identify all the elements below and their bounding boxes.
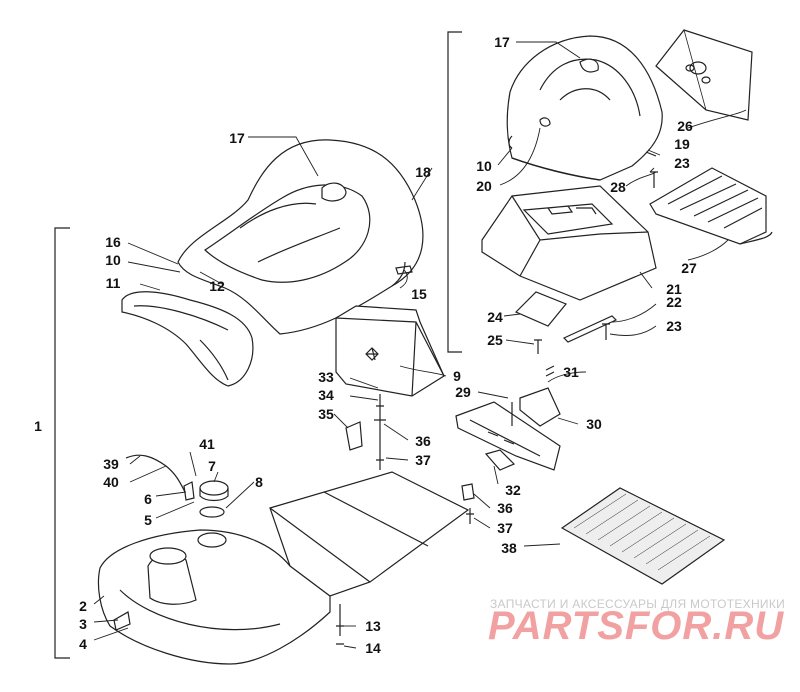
callout-38: 38 [501, 540, 517, 556]
bracket-24 [514, 291, 567, 327]
storage-rack [649, 167, 773, 245]
callout-23-bottom: 23 [666, 318, 682, 334]
fasteners-36-37 [461, 483, 475, 524]
callout-16: 16 [105, 234, 121, 250]
storage-bag [335, 305, 445, 397]
callout-29: 29 [455, 384, 471, 400]
callout-14: 14 [365, 640, 381, 656]
callout-32: 32 [505, 482, 521, 498]
bolts-13-14 [336, 604, 344, 645]
callout-17-right: 17 [494, 34, 510, 50]
seat-front-trim [121, 291, 254, 387]
callout-2: 2 [79, 598, 87, 614]
callout-10-right: 10 [476, 158, 492, 174]
main-seat [177, 139, 424, 335]
fuel-cap [199, 480, 229, 518]
callout-28: 28 [610, 179, 626, 195]
callout-17-left: 17 [229, 130, 245, 146]
callout-22: 22 [666, 294, 682, 310]
callout-3: 3 [79, 616, 87, 632]
callout-18: 18 [415, 164, 431, 180]
fasteners-right [534, 151, 658, 354]
strip-22 [562, 315, 618, 343]
callout-4: 4 [79, 636, 87, 652]
bracket-35 [345, 421, 363, 451]
callout-6: 6 [144, 491, 152, 507]
callout-11: 11 [105, 275, 121, 291]
callout-24: 24 [487, 309, 503, 325]
callout-34: 34 [318, 387, 334, 403]
callout-21: 21 [666, 281, 682, 297]
exploded-parts [54, 29, 773, 665]
fastener-10-right [508, 135, 513, 149]
callout-40: 40 [103, 474, 119, 490]
callout-19: 19 [674, 136, 690, 152]
leader-lines [93, 41, 747, 649]
callout-30: 30 [586, 416, 602, 432]
passenger-seat [506, 35, 663, 181]
watermark-brand: PARTSFOR.RU [488, 604, 785, 648]
callout-15: 15 [411, 286, 427, 302]
callout-26: 26 [677, 118, 693, 134]
latch-assembly [455, 365, 561, 471]
seat-base [481, 185, 657, 301]
callout-39: 39 [103, 456, 119, 472]
callout-1: 1 [34, 418, 42, 434]
floor-mat [560, 487, 726, 585]
vent-hose [125, 454, 187, 495]
callout-36-right: 36 [497, 500, 513, 516]
bracket-group-1 [54, 227, 70, 659]
callout-27: 27 [681, 260, 697, 276]
fasteners-center [374, 394, 386, 470]
gas-tank [97, 471, 470, 665]
clip-15 [395, 265, 413, 275]
vent-valve [183, 481, 195, 501]
callout-35: 35 [318, 406, 334, 422]
callout-33: 33 [318, 369, 334, 385]
callout-5: 5 [144, 512, 152, 528]
callout-37-right: 37 [497, 520, 513, 536]
callout-23-top: 23 [674, 155, 690, 171]
callout-31: 31 [563, 364, 579, 380]
backrest-pad [655, 29, 753, 121]
watermark-tagline: ЗАПЧАСТИ И АКСЕССУАРЫ ДЛЯ МОТОТЕХНИКИ [490, 597, 786, 611]
bracket-group-18 [447, 31, 462, 353]
callout-8: 8 [255, 474, 263, 490]
callout-41: 41 [199, 436, 215, 452]
callout-10-left: 10 [105, 252, 121, 268]
callout-37-center: 37 [415, 452, 431, 468]
callout-12: 12 [209, 278, 225, 294]
callout-9: 9 [453, 368, 461, 384]
callout-13: 13 [365, 618, 381, 634]
callout-20: 20 [476, 178, 492, 194]
callout-25: 25 [487, 332, 503, 348]
callout-36-center: 36 [415, 433, 431, 449]
callout-7: 7 [208, 458, 216, 474]
